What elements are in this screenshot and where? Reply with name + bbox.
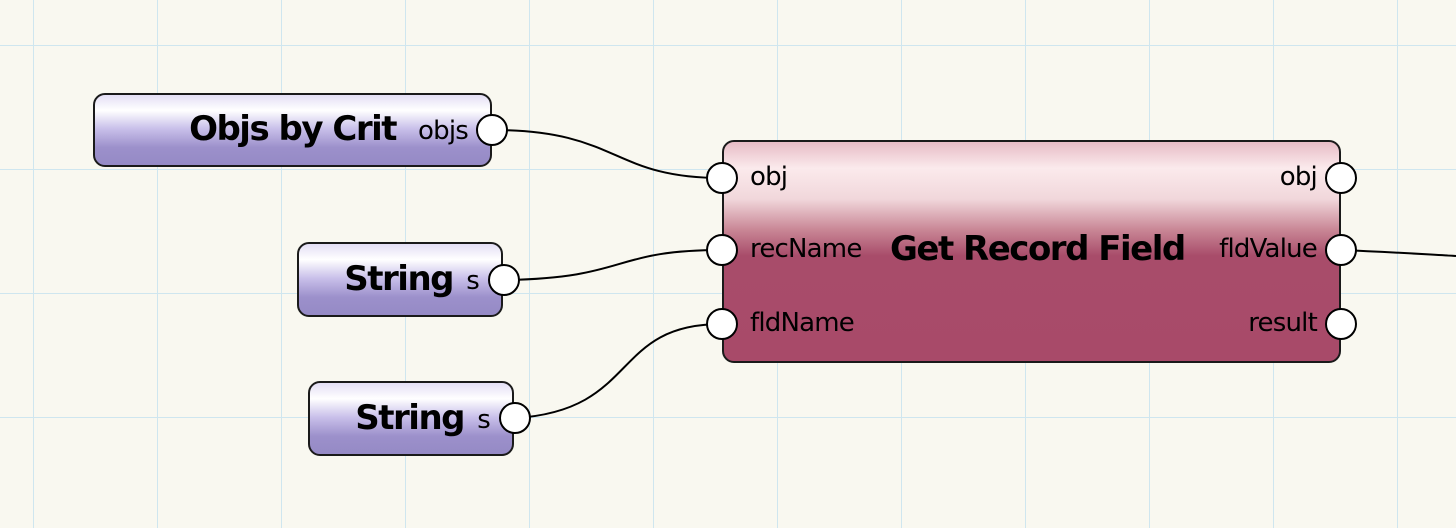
wire-string-to-fldname xyxy=(515,323,723,419)
output-port-result-label: result xyxy=(1248,308,1318,338)
output-port-fldvalue-label: fldValue xyxy=(1219,234,1318,264)
fldname-input-pin[interactable] xyxy=(706,308,738,340)
wire-string-to-recname xyxy=(504,249,723,281)
obj-output-pin[interactable] xyxy=(1325,162,1357,194)
objs-output-pin[interactable] xyxy=(476,114,508,146)
node-title: String xyxy=(344,259,454,299)
node-title: Objs by Crit xyxy=(189,109,397,149)
string-node-1[interactable]: String s xyxy=(297,242,503,317)
node-title: String xyxy=(355,398,465,438)
output-port-label: objs xyxy=(418,116,469,146)
output-port-label: s xyxy=(466,266,480,296)
obj-input-pin[interactable] xyxy=(706,162,738,194)
string-2-output-pin[interactable] xyxy=(499,402,531,434)
result-output-pin[interactable] xyxy=(1325,308,1357,340)
string-1-output-pin[interactable] xyxy=(488,264,520,296)
fldvalue-output-pin[interactable] xyxy=(1325,234,1357,266)
input-port-recname-label: recName xyxy=(750,234,862,264)
wire-objs-to-obj xyxy=(491,129,723,179)
wire-fldvalue-out xyxy=(1340,249,1456,257)
get-record-field-node[interactable]: obj recName fldName Get Record Field obj… xyxy=(722,140,1341,363)
string-node-2[interactable]: String s xyxy=(308,381,514,456)
recname-input-pin[interactable] xyxy=(706,234,738,266)
objs-by-crit-node[interactable]: Objs by Crit objs xyxy=(93,93,492,167)
input-port-fldname-label: fldName xyxy=(750,308,855,338)
input-port-obj-label: obj xyxy=(750,162,788,192)
node-title: Get Record Field xyxy=(890,229,1186,269)
output-port-obj-label: obj xyxy=(1279,162,1318,192)
output-port-label: s xyxy=(477,405,491,435)
